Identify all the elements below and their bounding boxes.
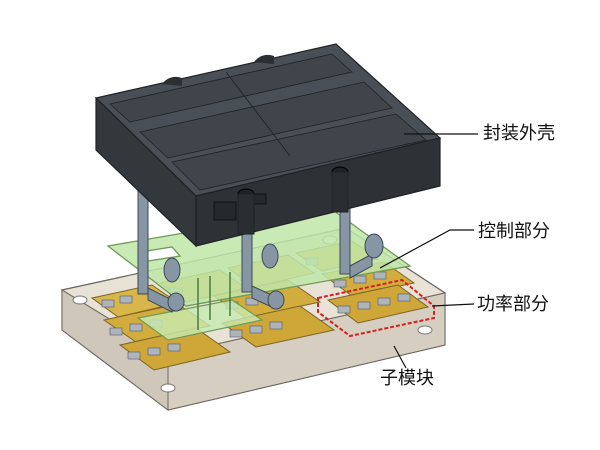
terminals: [137, 171, 384, 313]
chip-icon: [337, 305, 351, 314]
chip-icon: [249, 325, 263, 334]
submodule-highlight-box: [317, 278, 435, 338]
chip-icon: [353, 275, 367, 284]
mounting-hole: [160, 383, 176, 393]
chip-icon: [127, 351, 141, 360]
chip-icon: [357, 301, 371, 310]
control-board-frame: [136, 299, 264, 341]
terminal-pin-icon: [163, 243, 279, 283]
mounting-hole: [417, 325, 433, 335]
mounting-hole: [72, 295, 88, 305]
label-submodule: 子模块: [380, 368, 434, 389]
leader-line-power: [431, 303, 475, 307]
leader-lines: [379, 133, 478, 369]
terminal-pin-icon: [339, 171, 384, 279]
chip-icon: [109, 327, 123, 336]
leader-line-control: [379, 229, 474, 269]
chip-icon: [167, 343, 181, 352]
chip-icon: [373, 271, 387, 280]
chip-icon: [269, 321, 283, 330]
terminal-pin-icon: [137, 185, 185, 313]
chip-icon: [119, 295, 133, 304]
chip-icon: [377, 297, 391, 306]
label-power-section: 功率部分: [477, 294, 549, 315]
chip-icon: [333, 279, 347, 288]
chip-icon: [397, 293, 411, 302]
label-housing: 封装外壳: [483, 123, 555, 144]
label-control-section: 控制部分: [478, 221, 550, 242]
module-housing-icon: [94, 43, 442, 248]
chip-icon: [229, 329, 243, 338]
chip-icon: [147, 347, 161, 356]
chip-icon: [129, 323, 143, 332]
chip-icon: [101, 299, 115, 308]
leader-line-submodule: [393, 345, 407, 369]
